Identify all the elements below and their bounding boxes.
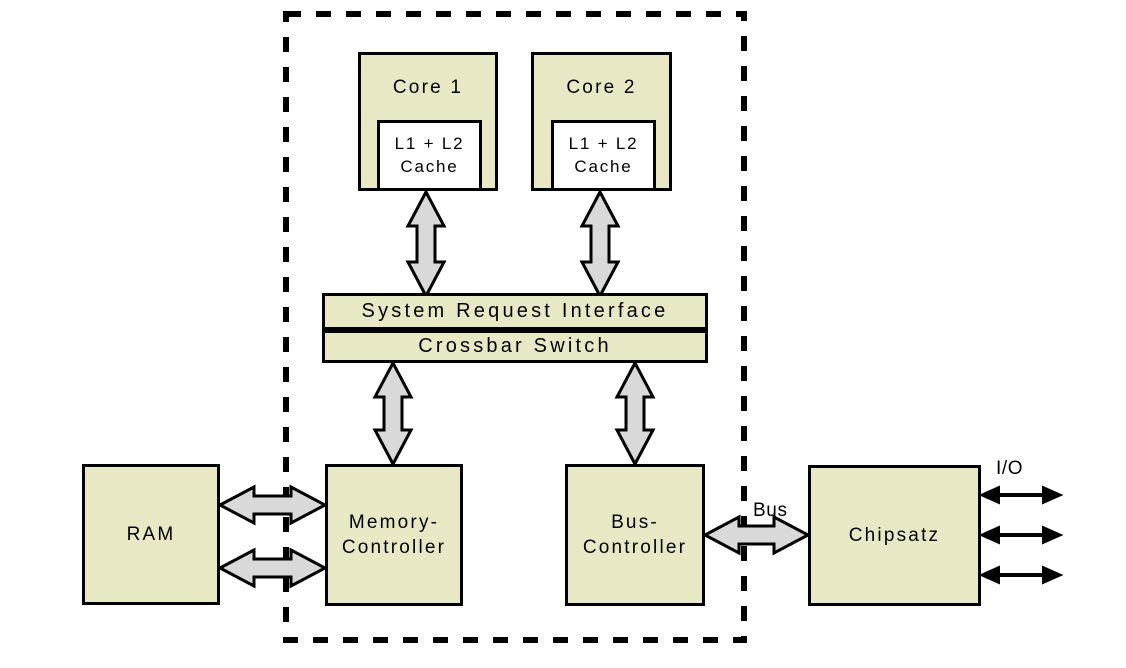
arrow-ram-to-memory-controller-upper xyxy=(216,484,329,526)
system-request-interface-label: System Request Interface xyxy=(361,300,669,322)
chipset-box[interactable]: Chipsatz xyxy=(808,465,981,606)
system-request-interface-box[interactable]: System Request Interface xyxy=(322,293,708,330)
ram-label: RAM xyxy=(126,523,176,545)
bus-controller-box[interactable]: Bus- Controller xyxy=(565,464,705,606)
ram-box[interactable]: RAM xyxy=(82,464,220,605)
bus-connection-label: Bus xyxy=(753,500,788,521)
memory-controller-label: Memory- Controller xyxy=(341,511,447,558)
io-arrow-group xyxy=(978,485,1064,585)
core-2-cache-box[interactable]: L1 + L2 Cache xyxy=(551,120,656,191)
memory-controller-box[interactable]: Memory- Controller xyxy=(325,464,463,606)
arrow-core1-to-sri xyxy=(405,188,447,300)
crossbar-switch-label: Crossbar Switch xyxy=(418,335,612,357)
io-arrow-3 xyxy=(978,565,1064,585)
arrow-crossbar-to-bus-controller xyxy=(614,359,656,468)
chipset-label: Chipsatz xyxy=(848,524,941,546)
arrow-crossbar-to-memory-controller xyxy=(372,359,414,468)
io-arrow-1 xyxy=(978,485,1064,505)
core-1-cache-label: L1 + L2 Cache xyxy=(394,133,465,176)
arrow-core2-to-sri xyxy=(579,188,621,300)
core-2-cache-label: L1 + L2 Cache xyxy=(568,133,639,176)
arrow-ram-to-memory-controller-lower xyxy=(216,547,329,589)
core-1-cache-box[interactable]: L1 + L2 Cache xyxy=(377,120,482,191)
bus-controller-label: Bus- Controller xyxy=(582,511,688,558)
crossbar-switch-box[interactable]: Crossbar Switch xyxy=(322,330,708,363)
io-arrow-2 xyxy=(978,525,1064,545)
core-1-title: Core 1 xyxy=(392,77,464,98)
io-connection-label: I/O xyxy=(996,458,1024,479)
core-2-title: Core 2 xyxy=(566,77,637,98)
arrow-bus-controller-to-chipset xyxy=(701,514,812,556)
